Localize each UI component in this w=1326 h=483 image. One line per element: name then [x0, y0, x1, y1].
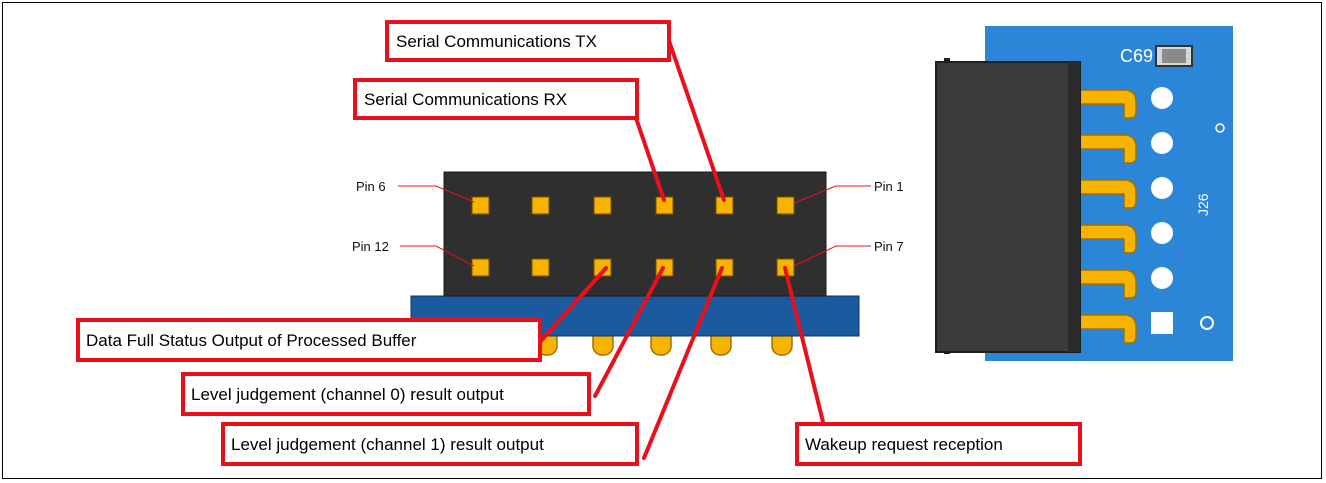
pcb-hole-square	[1151, 312, 1173, 334]
header-top-row	[471, 196, 795, 215]
pcb-hole	[1151, 222, 1173, 244]
callout-box	[181, 372, 591, 416]
callout-box	[795, 422, 1082, 466]
callout-text-data-full: Data Full Status Output of Processed Buf…	[86, 331, 417, 350]
leader-wakeup	[783, 266, 825, 424]
pin12-label: Pin 12	[352, 239, 389, 254]
callout-level-ch0: Level judgement (channel 0) result outpu…	[181, 372, 591, 416]
connector-housing	[935, 61, 1081, 353]
connector-label: J26	[1195, 193, 1211, 216]
pin-11-square	[531, 258, 550, 277]
callout-box	[76, 318, 542, 362]
pin1-label: Pin 1	[874, 179, 904, 194]
leader-level-ch1	[642, 266, 724, 460]
leader-level-ch0	[593, 266, 665, 398]
bent-pin	[1079, 134, 1137, 164]
callout-text-serial-rx: Serial Communications RX	[364, 90, 567, 109]
callout-wakeup: Wakeup request reception	[795, 422, 1082, 466]
pin6-leader	[398, 185, 475, 203]
pin12-leader	[400, 245, 475, 267]
pin6-label: Pin 6	[356, 179, 386, 194]
pin-4-square	[593, 196, 612, 215]
bent-pin	[1079, 314, 1137, 344]
callout-serial-rx: Serial Communications RX	[353, 78, 639, 120]
capacitor-c69-center	[1162, 49, 1186, 63]
connector-edge	[1068, 62, 1080, 352]
via	[1200, 316, 1214, 330]
pcb-hole	[1151, 87, 1173, 109]
callout-box	[221, 422, 639, 466]
bent-pin	[1079, 224, 1137, 254]
callout-serial-tx: Serial Communications TX	[385, 20, 671, 62]
callout-text-level-ch0: Level judgement (channel 0) result outpu…	[191, 385, 504, 404]
callout-box	[385, 20, 671, 62]
pin1-leader	[793, 185, 871, 204]
pin-number-labels: Pin 6 Pin 12 Pin 1 Pin 7	[352, 179, 904, 267]
right-angle-pins	[1079, 89, 1137, 344]
bent-pin	[1079, 179, 1137, 209]
header-body	[443, 171, 827, 297]
pin-12-square	[471, 258, 490, 277]
leader-serial-tx	[666, 36, 726, 202]
callout-leaders	[538, 36, 825, 460]
via	[1215, 123, 1225, 133]
pin-6-square	[471, 196, 490, 215]
capacitor-label: C69	[1120, 46, 1153, 66]
pcb-holes	[1151, 87, 1173, 334]
leader-serial-rx	[634, 116, 666, 202]
pcb-hole	[1151, 132, 1173, 154]
callout-box	[353, 78, 639, 120]
callout-data-full: Data Full Status Output of Processed Buf…	[76, 318, 542, 362]
callout-text-level-ch1: Level judgement (channel 1) result outpu…	[231, 435, 544, 454]
pin-header	[410, 171, 860, 356]
callout-text-wakeup: Wakeup request reception	[805, 435, 1003, 454]
pcb-hole	[1151, 267, 1173, 289]
bent-pin	[1079, 89, 1137, 119]
callout-text-serial-tx: Serial Communications TX	[396, 32, 597, 51]
pin-1-square	[776, 196, 795, 215]
leader-data-full	[538, 266, 608, 344]
pcb-hole	[1151, 177, 1173, 199]
pin-5-square	[531, 196, 550, 215]
pin7-label: Pin 7	[874, 239, 904, 254]
bent-pin	[1079, 269, 1137, 299]
board-photo: C69 J26	[935, 26, 1233, 361]
pin7-leader	[793, 245, 871, 267]
callout-level-ch1: Level judgement (channel 1) result outpu…	[221, 422, 639, 466]
pin-10-square	[593, 258, 612, 277]
